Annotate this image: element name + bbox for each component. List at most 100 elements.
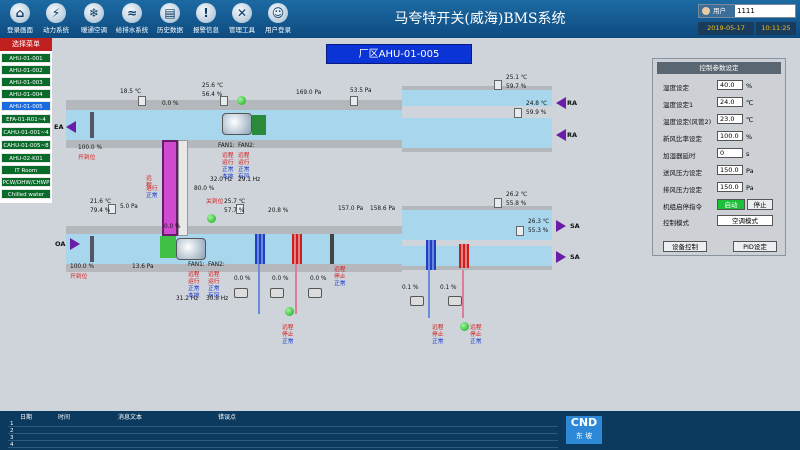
avatar	[702, 7, 710, 15]
alarm-row[interactable]: 2	[8, 428, 558, 434]
nav-history[interactable]: ▤历史数据	[154, 2, 186, 36]
param-label: 温度设定1	[663, 101, 694, 109]
alarm-row[interactable]: 4	[8, 442, 558, 448]
fan-label: FAN2:	[238, 143, 255, 149]
alarm-col-date: 日期	[20, 414, 33, 421]
exhaust-pressure-input[interactable]: 150.0	[717, 182, 743, 192]
fan-state: 正常	[208, 286, 220, 292]
control-params-panel: 控制参数设定 湿度设定 40.0 % 温度设定1 24.0 ℃ 温度设定(风管2…	[652, 58, 786, 256]
alarm-row[interactable]: 1	[8, 421, 558, 427]
alarm-row[interactable]: 3	[8, 435, 558, 441]
menu-item[interactable]: AHU-01-001	[1, 53, 51, 63]
humidifier-state: 停止	[334, 274, 346, 280]
param-label: 新风比率设定	[663, 135, 702, 143]
fan-state: 本地	[188, 293, 200, 299]
cooling-coil	[255, 234, 265, 264]
sa-arrow-icon	[556, 220, 566, 232]
reading-humidity: 55.8 %	[506, 201, 527, 207]
menu-item[interactable]: AHU-01-002	[1, 65, 51, 75]
alarm-col-error: 错误点	[218, 414, 237, 421]
humidifier-delay-input[interactable]: 0	[717, 148, 743, 158]
menu-item[interactable]: CAHU-01-005~8	[1, 140, 51, 150]
valve-actuator-c[interactable]	[308, 288, 322, 298]
temp-setpoint2-input[interactable]: 23.0	[717, 114, 743, 124]
nav-water-system[interactable]: ≈给排水系统	[114, 2, 150, 36]
fan-state: 运行	[208, 279, 220, 285]
pump-state: 远程	[432, 325, 444, 331]
fan-state: 运行	[188, 279, 200, 285]
supply-fan-motor	[160, 236, 176, 258]
menu-item[interactable]: AHU-01-003	[1, 77, 51, 87]
valve-actuator-e[interactable]	[448, 296, 462, 306]
pid-setting-button[interactable]: PID设定	[733, 241, 777, 252]
reading-pressure: 169.0 Pa	[296, 90, 322, 96]
fan-state: 正常	[238, 167, 250, 173]
fresh-air-ratio-input[interactable]: 100.0	[717, 131, 743, 141]
oa-damper[interactable]	[90, 236, 94, 262]
oa-arrow-icon	[70, 238, 80, 250]
reading-temp: 18.5 ℃	[120, 89, 142, 95]
reading-percent: 0.0 %	[164, 224, 181, 230]
menu-item[interactable]: CAHU-01-001~4	[1, 127, 51, 137]
hw-pipe	[462, 270, 464, 318]
alarm-col-time: 时间	[58, 414, 71, 421]
reading-valve: 0.0 %	[234, 276, 251, 282]
ea-damper[interactable]	[90, 112, 94, 138]
nav-hvac[interactable]: ❄暖通空调	[78, 2, 110, 36]
temp-setpoint1-input[interactable]: 24.0	[717, 97, 743, 107]
fan-hz: 29.1 Hz	[238, 177, 261, 183]
filter-state: 运行	[146, 186, 158, 192]
menu-item[interactable]: EFA-01-R01~4	[1, 114, 51, 124]
nav-alarm[interactable]: !报警信息	[190, 2, 222, 36]
reading-temp: 24.8 ℃	[526, 101, 548, 107]
user-box[interactable]: 用户 1111	[698, 4, 796, 18]
menu-item-active[interactable]: AHU-01-005	[1, 101, 51, 111]
fan-state: 运行	[238, 160, 250, 166]
fan-label: FAN1:	[218, 143, 235, 149]
menu-item[interactable]: Chilled water	[1, 189, 51, 199]
alarm-row-num: 4	[10, 442, 14, 448]
valve-actuator-b[interactable]	[270, 288, 284, 298]
nav-label: 报警信息	[193, 26, 219, 34]
menu-item[interactable]: IT Room	[1, 165, 51, 175]
fan-state: 远程	[222, 153, 234, 159]
temperature-sensor	[516, 226, 524, 236]
reading-pressure: 5.0 Pa	[120, 204, 138, 210]
menu-item[interactable]: AHU-01-004	[1, 89, 51, 99]
reading-temp: 25.1 ℃	[506, 75, 528, 81]
sa-arrow-icon	[556, 251, 566, 263]
humidity-setpoint-input[interactable]: 40.0	[717, 80, 743, 90]
home-icon: ⌂	[10, 3, 30, 23]
mode-select[interactable]: 空调模式	[717, 215, 773, 226]
status-indicator	[207, 214, 216, 223]
stop-button[interactable]: 停止	[747, 199, 773, 210]
supply-pressure-input[interactable]: 150.0	[717, 165, 743, 175]
param-unit: Pa	[746, 167, 754, 175]
fan-label: FAN2:	[208, 262, 225, 268]
port-ra-1: RA	[567, 99, 578, 107]
menu-item[interactable]: PCW/DHW/CHWP	[1, 177, 51, 187]
valve-actuator-a[interactable]	[234, 288, 248, 298]
menu-item[interactable]: AHU-02-K01	[1, 153, 51, 163]
nav-tools[interactable]: ✕管理工具	[226, 2, 258, 36]
status-indicator	[460, 322, 469, 331]
alarm-log-panel: 日期 时间 消息文本 错误点 1 2 3 4	[0, 411, 800, 450]
supply-branch-lower	[402, 246, 552, 266]
heat-recovery-wheel[interactable]	[162, 140, 178, 236]
supply-fan[interactable]	[176, 238, 206, 260]
nav-login-screen[interactable]: ⌂登录画面	[4, 2, 36, 36]
hw-pipe	[295, 264, 297, 314]
duct-shell	[402, 266, 552, 270]
exhaust-fan[interactable]	[222, 113, 252, 135]
start-button[interactable]: 启动	[717, 199, 745, 210]
param-unit: ℃	[746, 116, 754, 124]
fan-state: 远程	[208, 272, 220, 278]
device-control-button[interactable]: 设备控制	[663, 241, 707, 252]
alarm-row-num: 2	[10, 428, 14, 434]
valve-actuator-d[interactable]	[410, 296, 424, 306]
nav-user-login[interactable]: ☺用户登录	[262, 2, 294, 36]
param-label: 送风压力设定	[663, 169, 702, 177]
reading-temp: 25.7 ℃	[224, 199, 246, 205]
exhaust-fan-motor	[252, 115, 266, 135]
nav-power-system[interactable]: ⚡动力系统	[40, 2, 72, 36]
